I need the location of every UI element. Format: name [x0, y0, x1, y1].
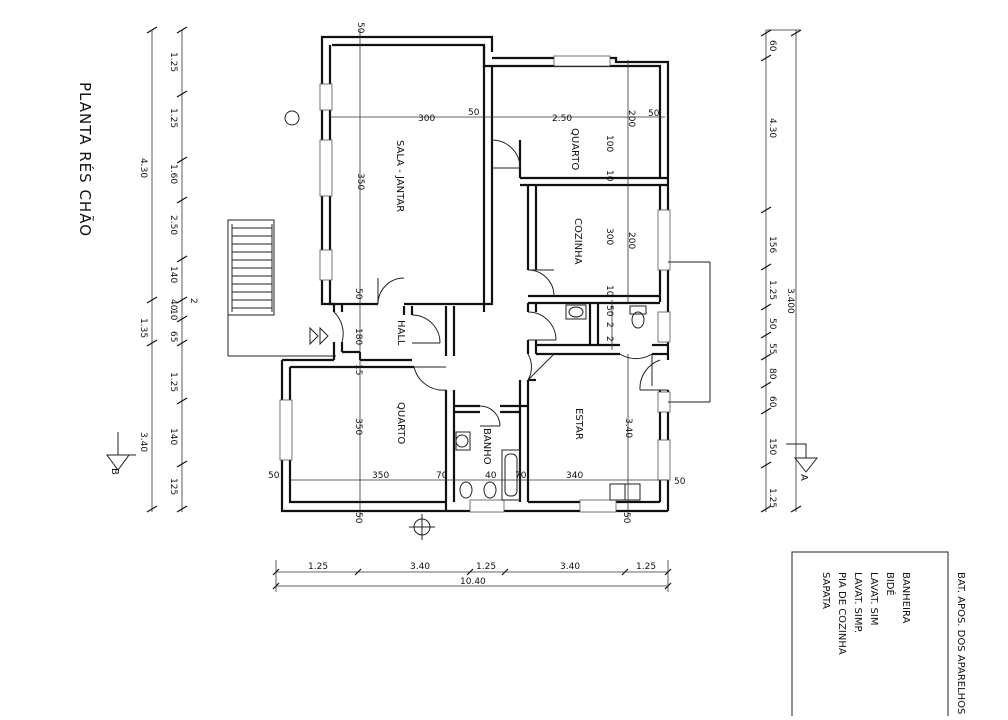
- dim-quarto2-h: 350: [353, 418, 363, 435]
- left-dim-11: 125: [168, 478, 178, 495]
- dim-bottom-50b: 50: [621, 512, 631, 524]
- legend-item-lavat-sim: LAVAT. SIM: [868, 572, 879, 625]
- dim-hall-15: 15: [353, 364, 363, 375]
- left-dim-8: 1.25: [168, 372, 178, 392]
- dim-banho-70: 70: [515, 471, 527, 481]
- right-dim-8: 60: [767, 396, 777, 408]
- dim-quarto-w: 2.50: [552, 114, 572, 124]
- bottom-dim-4: 3.40: [560, 562, 580, 572]
- left-total-top: 4.30: [138, 158, 148, 178]
- survey-point-top: [284, 110, 300, 126]
- left-dim-2: 1.25: [168, 108, 178, 128]
- dim-sala-top: 50: [355, 22, 365, 34]
- dim-quarto-100: 100: [604, 135, 614, 152]
- dim-estar-50: 50: [674, 477, 686, 487]
- dim-wc-50: 50: [604, 305, 614, 317]
- legend-item-banheira: BANHEIRA: [900, 572, 911, 624]
- dim-sala-w: 300: [418, 114, 435, 124]
- right-dim-2: 4.30: [767, 118, 777, 138]
- left-dim-sub-1: 10: [168, 309, 178, 321]
- left-total-bottom: 3.40: [138, 432, 148, 452]
- room-label-quarto-top: QUARTO: [569, 128, 580, 170]
- room-label-cozinha: COZINHA: [572, 218, 583, 265]
- left-dimension-chain: 1.25 1.25 1.60 2.50 140 40 10 65 1.25 12…: [138, 26, 198, 513]
- dim-sala-bot: 50: [353, 288, 363, 300]
- fixtures-legend: BAT. APOS. DOS APARELHOS BANHEIRA BIDÉ L…: [791, 551, 966, 716]
- dim-sala-h: 350: [355, 173, 365, 190]
- room-label-banho: BANHO: [481, 428, 492, 465]
- legend-item-bide: BIDÉ: [884, 572, 897, 596]
- dim-wc-2a: 2: [604, 322, 614, 328]
- right-dim-3: 156: [767, 236, 777, 253]
- dim-cozinha-10a: 10: [604, 170, 614, 182]
- section-marker-a: A: [786, 443, 819, 481]
- fixtures: [455, 304, 647, 501]
- dim-banho-40: 40: [485, 471, 497, 481]
- right-total: 3.400: [785, 288, 795, 314]
- dim-quarto-200: 200: [626, 110, 636, 127]
- dim-quarto-r50: 50: [648, 109, 660, 119]
- dim-cozinha-300: 300: [604, 228, 614, 245]
- left-dim-6: 40: [168, 299, 178, 311]
- bottom-dim-3: 1.25: [476, 562, 496, 572]
- room-label-sala: SALA - JANTAR: [394, 140, 405, 212]
- left-dim-1: 1.25: [168, 52, 178, 72]
- dim-quarto2-50: 50: [268, 471, 280, 481]
- bottom-dimension-chain: 1.25 3.40 1.25 3.40 1.25 10.40: [272, 560, 672, 592]
- dim-hall-180: 180: [353, 328, 363, 345]
- dim-cozinha-10b: 10: [604, 285, 614, 297]
- plan-title: PLANTA RÉS CHÃO: [76, 82, 95, 237]
- legend-item-sapata: SAPATA: [820, 572, 831, 609]
- left-dim-sub-2: 2: [188, 298, 198, 304]
- left-dim-5: 140: [168, 266, 178, 283]
- dim-estar-w: 340: [566, 471, 583, 481]
- right-dim-10: 1.25: [767, 488, 777, 508]
- bottom-total: 10.40: [460, 577, 486, 587]
- dim-estar-h: 3.40: [623, 418, 633, 438]
- section-marker-b: B: [106, 432, 136, 475]
- bottom-dim-2: 3.40: [410, 562, 430, 572]
- left-dim-3: 1.60: [168, 164, 178, 184]
- right-dim-7: 80: [767, 368, 777, 380]
- bottom-dim-5: 1.25: [636, 562, 656, 572]
- left-dim-7: 65: [168, 331, 178, 342]
- left-dim-10: 140: [168, 428, 178, 445]
- windows: [279, 55, 711, 513]
- room-label-quarto-bottom: QUARTO: [395, 402, 406, 444]
- right-dim-9: 150: [767, 438, 777, 455]
- bottom-dim-1: 1.25: [308, 562, 328, 572]
- right-dim-5: 50: [767, 318, 777, 330]
- legend-item-lavat-simp: LAVAT. SIMP.: [852, 572, 863, 633]
- left-total-mid: 1.35: [138, 318, 148, 338]
- dim-quarto2-w: 350: [372, 471, 389, 481]
- right-dim-1: 60: [767, 40, 777, 52]
- dim-wc-2b: 2: [604, 336, 614, 342]
- building-walls: [280, 35, 670, 513]
- right-dim-6: 55: [767, 343, 777, 354]
- room-label-estar: ESTAR: [573, 408, 584, 440]
- dim-cozinha-200: 200: [626, 232, 636, 249]
- dim-gap-50: 50: [468, 108, 480, 118]
- legend-heading: BAT. APOS. DOS APARELHOS: [955, 572, 966, 714]
- right-dimension-chain: 60 4.30 156 1.25 50 55 80 60 150 1.25 3.…: [760, 29, 802, 513]
- right-dim-4: 1.25: [767, 280, 777, 300]
- legend-item-pia: PIA DE COZINHA: [836, 572, 847, 655]
- dim-bottom-50a: 50: [353, 512, 363, 524]
- section-a-label: A: [798, 474, 809, 481]
- left-dim-4: 2.50: [168, 215, 178, 235]
- room-label-hall: HALL: [395, 320, 406, 346]
- doors: [333, 139, 668, 427]
- dim-quarto2-70: 70: [436, 471, 448, 481]
- interior-dimension-lines: [290, 30, 668, 518]
- section-b-label: B: [109, 468, 120, 475]
- entrance-stairs: [227, 219, 336, 357]
